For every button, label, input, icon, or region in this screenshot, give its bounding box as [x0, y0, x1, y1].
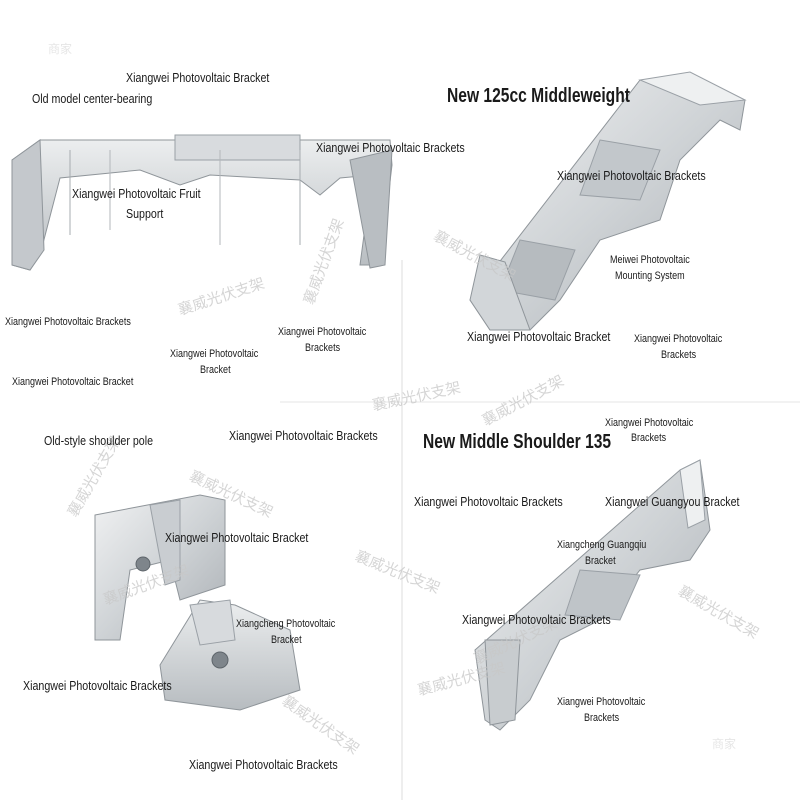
- caption: Xiangwei Photovoltaic Brackets: [557, 168, 706, 183]
- caption: Xiangwei Photovoltaic: [634, 333, 723, 345]
- caption: Xiangwei Photovoltaic: [278, 326, 367, 338]
- shoulder-pole-clamp-image: [94, 494, 301, 711]
- caption: Xiangwei Photovoltaic Bracket: [467, 329, 611, 344]
- caption: Xiangwei Photovoltaic Brackets: [462, 612, 611, 627]
- caption: Xiangwei Photovoltaic Bracket: [12, 376, 134, 388]
- middleweight-clamp-image: [469, 71, 747, 331]
- caption: Xiangwei Photovoltaic Fruit: [72, 186, 201, 201]
- caption: Mounting System: [615, 270, 685, 282]
- section-title-new-middle-shoulder-135: New Middle Shoulder 135: [423, 431, 612, 453]
- corner-mark-top-left: 商家: [48, 42, 73, 56]
- caption: Meiwei Photovoltaic: [610, 254, 690, 266]
- caption: Brackets: [661, 349, 697, 361]
- corner-mark-bottom-right: 商家: [712, 737, 737, 751]
- caption: Xiangwei Photovoltaic Brackets: [414, 494, 563, 509]
- caption: Xiangwei Guangyou Bracket: [605, 494, 740, 509]
- caption: Xiangwei Photovoltaic Brackets: [316, 140, 465, 155]
- middle-shoulder-135-image: [474, 459, 711, 731]
- caption: Xiangwei Photovoltaic Brackets: [23, 678, 172, 693]
- caption: Xiangwei Photovoltaic: [557, 696, 646, 708]
- section-title-new-125cc-middleweight: New 125cc Middleweight: [447, 85, 630, 107]
- caption: Xiangwei Photovoltaic: [170, 348, 259, 360]
- caption: Xiangwei Photovoltaic Brackets: [189, 757, 338, 772]
- caption: Xiangcheng Photovoltaic: [236, 618, 336, 630]
- caption: Bracket: [271, 634, 302, 646]
- caption: Xiangwei Photovoltaic Bracket: [165, 530, 309, 545]
- caption: Brackets: [631, 432, 667, 444]
- section-title-old-center-bearing: Old model center-bearing: [32, 91, 153, 106]
- caption: Bracket: [585, 555, 616, 567]
- caption: Xiangwei Photovoltaic: [605, 417, 694, 429]
- caption: Bracket: [200, 364, 231, 376]
- caption: Xiangcheng Guangqiu: [557, 539, 647, 551]
- caption: Brackets: [305, 342, 341, 354]
- section-title-old-shoulder-pole: Old-style shoulder pole: [44, 433, 154, 448]
- caption: Xiangwei Photovoltaic Brackets: [5, 316, 131, 328]
- caption: Support: [126, 206, 164, 221]
- center-bearing-rail-image: [11, 134, 393, 271]
- caption: Xiangwei Photovoltaic Bracket: [126, 70, 270, 85]
- caption: Brackets: [584, 712, 620, 724]
- caption: Xiangwei Photovoltaic Brackets: [229, 428, 378, 443]
